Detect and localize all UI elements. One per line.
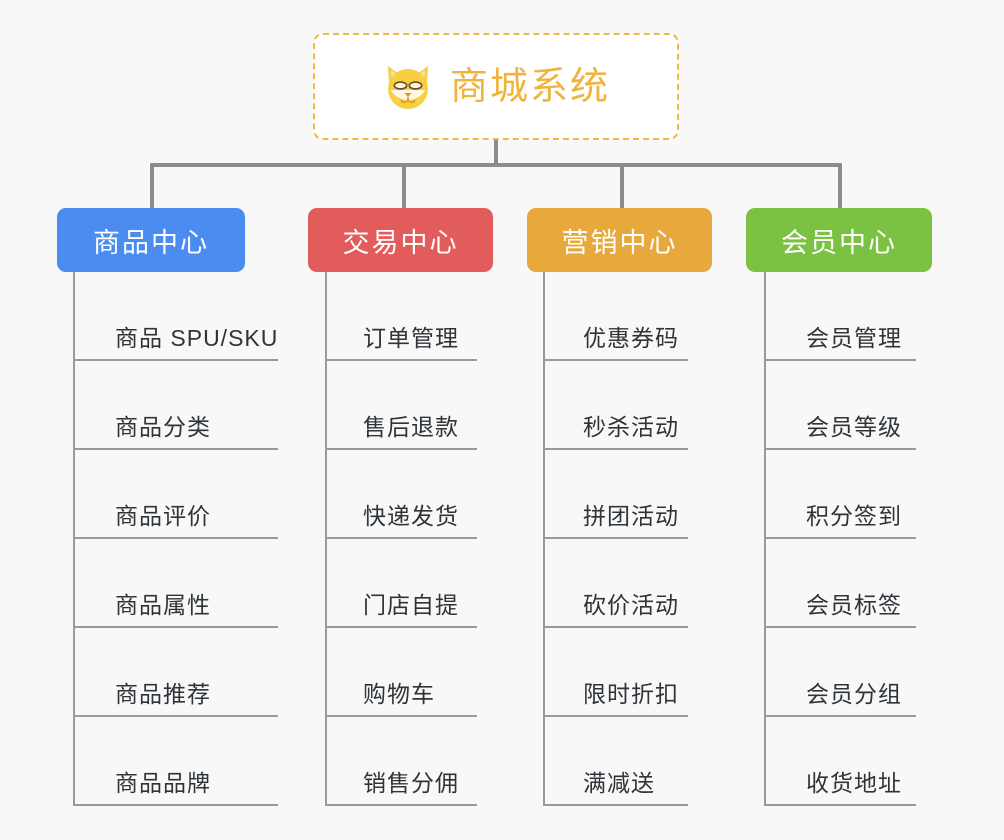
category-title: 商品中心 xyxy=(93,227,209,258)
category-box-3[interactable]: 会员中心 xyxy=(746,208,932,272)
leaf-label: 购物车 xyxy=(363,681,435,707)
leaf-underline xyxy=(73,626,278,628)
leaf-label: 商品评价 xyxy=(115,503,211,529)
leaf-underline xyxy=(764,626,916,628)
leaf-label: 订单管理 xyxy=(363,325,459,351)
leaf-underline xyxy=(543,448,688,450)
leaf-underline xyxy=(764,804,916,806)
leaf-underline xyxy=(325,448,477,450)
connector-drop-3 xyxy=(620,163,624,210)
leaf-underline xyxy=(543,804,688,806)
leaf-underline xyxy=(764,537,916,539)
leaf-underline xyxy=(543,626,688,628)
leaf-label: 商品推荐 xyxy=(115,681,211,707)
leaf-label: 会员标签 xyxy=(806,592,902,618)
leaf-label: 商品属性 xyxy=(115,592,211,618)
leaf-underline xyxy=(543,537,688,539)
leaf-underline xyxy=(325,359,477,361)
category-box-0[interactable]: 商品中心 xyxy=(57,208,245,272)
leaf-label: 商品品牌 xyxy=(115,770,211,796)
category-title: 交易中心 xyxy=(342,227,459,258)
leaf-underline xyxy=(764,359,916,361)
leaf-label: 收货地址 xyxy=(806,770,902,796)
leaf-underline xyxy=(325,626,477,628)
leaf-underline xyxy=(325,537,477,539)
leaf-label: 门店自提 xyxy=(363,592,459,618)
connector-drop-2 xyxy=(402,163,406,210)
leaf-label: 秒杀活动 xyxy=(583,414,679,440)
leaf-underline xyxy=(73,804,278,806)
category-title: 营销中心 xyxy=(561,227,678,258)
column-trunk-line xyxy=(764,272,766,806)
category-box-1[interactable]: 交易中心 xyxy=(308,208,493,272)
column-trunk-line xyxy=(325,272,327,806)
column-trunk-line xyxy=(543,272,545,806)
leaf-underline xyxy=(764,715,916,717)
leaf-label: 会员管理 xyxy=(806,325,902,351)
leaf-label: 会员分组 xyxy=(806,681,902,707)
leaf-label: 快递发货 xyxy=(363,503,459,529)
column-trunk-line xyxy=(73,272,75,806)
connector-drop-4 xyxy=(838,163,842,210)
leaf-underline xyxy=(73,359,278,361)
root-node-shop-system[interactable]: 商城系统 xyxy=(313,33,679,140)
leaf-underline xyxy=(764,448,916,450)
leaf-label: 销售分佣 xyxy=(363,770,459,796)
leaf-label: 积分签到 xyxy=(806,503,902,529)
connector-drop-1 xyxy=(150,163,154,210)
leaf-label: 商品分类 xyxy=(115,414,211,440)
leaf-label: 会员等级 xyxy=(806,414,902,440)
category-title: 会员中心 xyxy=(781,227,897,258)
leaf-underline xyxy=(325,804,477,806)
leaf-underline xyxy=(543,359,688,361)
category-box-2[interactable]: 营销中心 xyxy=(527,208,712,272)
leaf-label: 满减送 xyxy=(583,770,655,796)
leaf-underline xyxy=(543,715,688,717)
leaf-label: 售后退款 xyxy=(363,414,459,440)
leaf-label: 拼团活动 xyxy=(583,503,679,529)
leaf-label: 优惠券码 xyxy=(583,325,679,351)
root-title: 商城系统 xyxy=(449,65,610,108)
leaf-underline xyxy=(73,448,278,450)
leaf-underline xyxy=(325,715,477,717)
shiba-dog-icon xyxy=(387,65,428,109)
leaf-label: 砍价活动 xyxy=(583,592,679,618)
leaf-underline xyxy=(73,537,278,539)
connector-root-stem xyxy=(494,140,498,165)
leaf-label: 限时折扣 xyxy=(583,681,679,707)
connector-horizontal-bar xyxy=(150,163,842,167)
leaf-underline xyxy=(73,715,278,717)
leaf-label: 商品 SPU/SKU xyxy=(115,325,279,351)
